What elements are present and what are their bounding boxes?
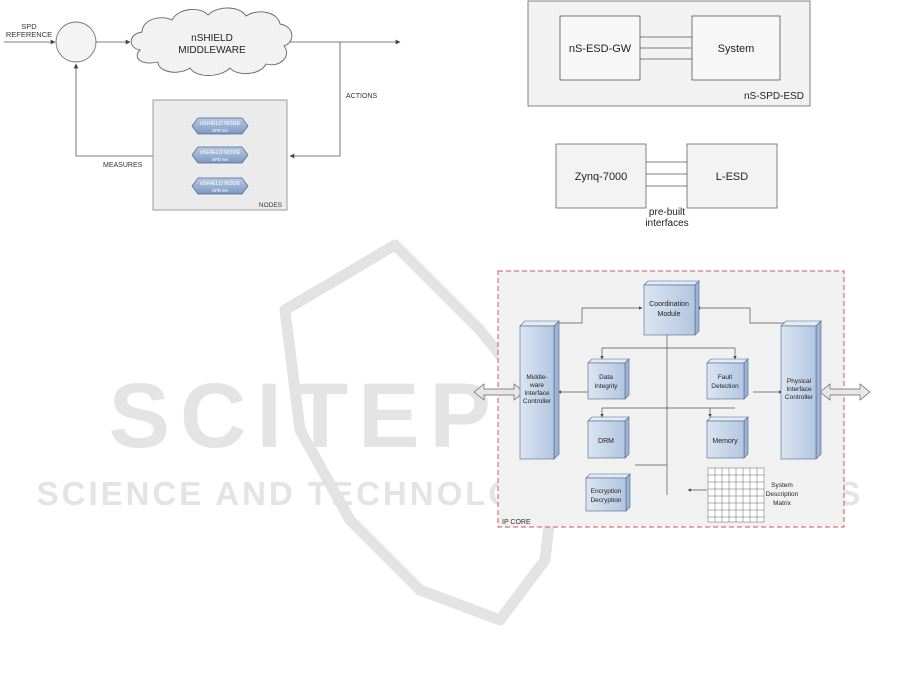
zynq-label: Zynq-7000 <box>575 171 628 183</box>
summing-junction <box>55 21 97 63</box>
system-box <box>691 15 781 81</box>
actions-label: ACTIONS <box>346 93 377 100</box>
lesd-label: L-ESD <box>716 171 748 183</box>
watermark-logo-shape <box>279 239 566 626</box>
coordination-module-block: Coordination Module <box>643 280 700 336</box>
cloud-title-1: nSHIELD <box>191 33 233 44</box>
prebuilt-label-2: interfaces <box>645 218 688 229</box>
drm-block: DRM <box>587 416 630 459</box>
matrix-label-1: System <box>771 482 793 489</box>
node-3-name: nSHIELD NODE <box>200 181 241 187</box>
zynq-box <box>555 143 647 209</box>
measures-arrow <box>73 63 153 157</box>
encryption-label-1: Encryption <box>591 488 622 495</box>
data-integrity-block: Data Integrity <box>587 358 630 400</box>
middleware-label-2: ware <box>529 382 544 389</box>
control-loop-diagram: SPD REFERENCE nSHIELD MIDDLEWARE ACTIONS… <box>4 7 401 211</box>
fault-detection-block: Fault Detection <box>706 358 749 400</box>
fault-label-1: Fault <box>718 374 733 381</box>
node-3-sub: SPD lev <box>212 188 229 193</box>
data-integrity-label-2: Integrity <box>594 383 618 390</box>
data-integrity-label-1: Data <box>599 374 613 381</box>
node-1: nSHIELD NODE SPD lev <box>191 117 249 135</box>
coordination-label-1: Coordination <box>649 301 689 308</box>
encryption-decryption-block: Encryption Decryption <box>585 473 631 512</box>
fault-label-2: Detection <box>711 383 739 390</box>
spd-reference-label-2: REFERENCE <box>6 30 52 39</box>
system-description-matrix-grid <box>707 467 765 523</box>
physical-label-1: Physical <box>787 378 812 385</box>
middleware-label-1: Middle- <box>526 374 547 381</box>
prebuilt-label-1: pre-built <box>649 207 685 218</box>
right-io-arrow <box>819 383 871 401</box>
physical-label-2: Interface <box>786 386 812 393</box>
middleware-label-3: Interface <box>524 390 550 397</box>
node-2-sub: SPD lev <box>212 157 229 162</box>
matrix-label-2: Description <box>766 491 799 498</box>
nodes-title: NODES <box>259 202 283 209</box>
ip-core-diagram: IP CORE Coordination Module Middle- <box>473 270 871 528</box>
cloud-title-2: MIDDLEWARE <box>178 45 246 56</box>
ip-core-title: IP CORE <box>502 519 531 526</box>
encryption-label-2: Decryption <box>590 497 621 504</box>
memory-label: Memory <box>712 438 738 445</box>
middleware-interface-controller-block: Middle- ware Interface Controller <box>519 320 560 460</box>
node-2: nSHIELD NODE SPD lev <box>191 146 249 164</box>
node-3: nSHIELD NODE SPD lev <box>191 177 249 195</box>
node-2-name: nSHIELD NODE <box>200 150 241 156</box>
esd-gw-box <box>559 15 641 81</box>
middleware-cloud <box>130 7 293 76</box>
memory-block: Memory <box>706 416 749 459</box>
matrix-label-3: Matrix <box>773 500 791 507</box>
physical-interface-controller-block: Physical Interface Controller <box>780 320 822 460</box>
physical-label-3: Controller <box>785 394 814 401</box>
esd-panel: nS-ESD-GW System nS-SPD-ESD <box>527 0 811 107</box>
lesd-panel: Zynq-7000 L-ESD pre-built interfaces <box>555 143 778 229</box>
ip-core-connections <box>555 306 794 495</box>
spd-reference-label-1: SPD <box>21 22 37 31</box>
measures-label: MEASURES <box>103 162 143 169</box>
node-1-sub: SPD lev <box>212 128 229 133</box>
lesd-box <box>686 143 778 209</box>
esd-panel-caption: nS-SPD-ESD <box>744 91 804 102</box>
coordination-label-2: Module <box>658 311 681 318</box>
node-1-name: nSHIELD NODE <box>200 121 241 127</box>
drm-label: DRM <box>598 438 614 445</box>
esd-link-lines <box>640 36 692 60</box>
lesd-link-lines <box>646 161 687 187</box>
actions-arrow <box>289 42 341 159</box>
system-label: System <box>718 43 755 55</box>
esd-gw-label: nS-ESD-GW <box>569 43 632 55</box>
middleware-label-4: Controller <box>523 398 552 405</box>
